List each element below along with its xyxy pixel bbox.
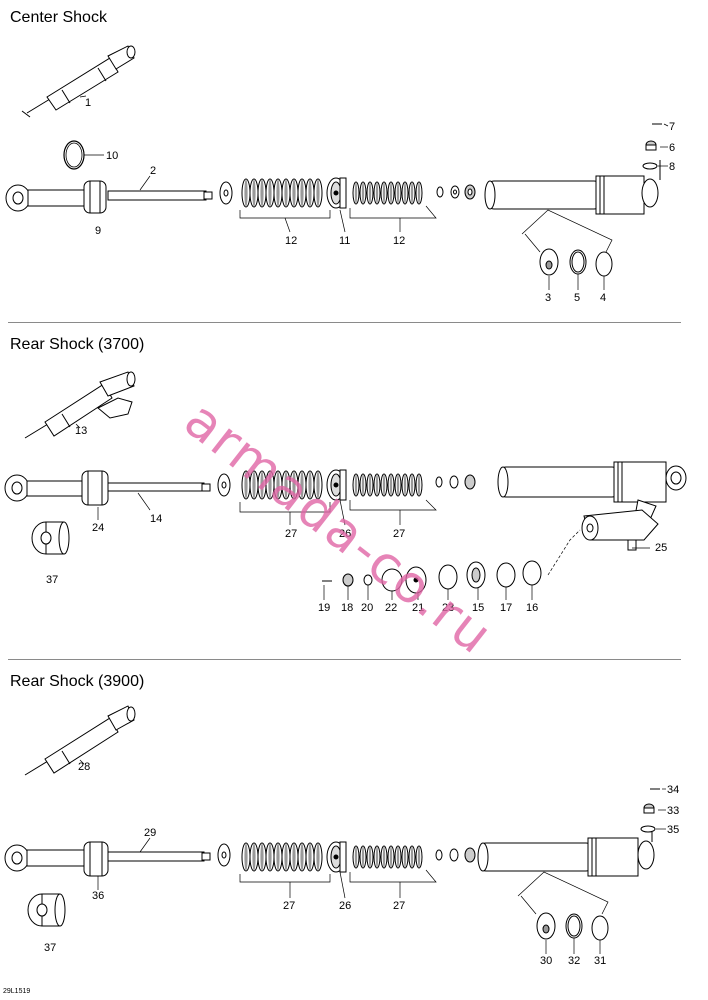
rear-shock-3900-assembly-thumbnail (24, 705, 136, 776)
drawing-code: 29L1519 (3, 988, 31, 995)
callouts-rear-shock-3900: 28 29 30 31 32 33 34 35 36 26 27 27 37 (44, 761, 679, 967)
washer-3700 (217, 473, 231, 497)
reservoir-parts-30-32-31 (536, 912, 609, 941)
callout-19: 19 (318, 602, 330, 614)
o-ring-10 (63, 140, 85, 170)
callout-27: 27 (285, 528, 297, 540)
callout-18: 18 (341, 602, 353, 614)
callout-35: 35 (667, 824, 679, 836)
callout-3: 3 (545, 292, 551, 304)
bumper-37-3900 (27, 893, 66, 927)
nut-and-washers (436, 184, 476, 200)
callout-13: 13 (75, 425, 87, 437)
callout-6: 6 (669, 142, 675, 154)
shock-shaft-assembly (5, 180, 213, 214)
piston-11 (326, 177, 347, 209)
section-divider (8, 659, 681, 660)
section-title-rear-shock-3900: Rear Shock (3900) (10, 673, 145, 690)
callout-37: 37 (44, 942, 56, 954)
reservoir-parts-3700 (322, 560, 542, 594)
callout-12: 12 (285, 235, 297, 247)
adjuster-cap-6-7-8 (642, 123, 662, 170)
callout-26: 26 (339, 900, 351, 912)
rear-shock-3700-assembly-thumbnail (24, 371, 136, 439)
callout-32: 32 (568, 955, 580, 967)
shock-body-3900 (477, 832, 655, 877)
callout-24: 24 (92, 522, 104, 534)
shock-body-center (484, 160, 661, 215)
callout-36: 36 (92, 890, 104, 902)
shim-stack-27-right (352, 473, 423, 497)
callout-25: 25 (655, 542, 667, 554)
callout-14: 14 (150, 513, 162, 525)
nut-and-washers-3700 (435, 474, 476, 490)
callout-8: 8 (669, 161, 675, 173)
callout-10: 10 (106, 150, 118, 162)
reservoir-3700 (581, 509, 659, 551)
callout-22: 22 (385, 602, 397, 614)
piston-26 (326, 469, 347, 501)
shim-stack-27-right-3900 (352, 845, 423, 869)
callout-17: 17 (500, 602, 512, 614)
callout-28: 28 (78, 761, 90, 773)
callout-26: 26 (339, 528, 351, 540)
callout-15: 15 (472, 602, 484, 614)
callout-2: 2 (150, 165, 156, 177)
center-shock-assembly-thumbnail (21, 45, 136, 118)
callout-21: 21 (412, 602, 424, 614)
section-title-center-shock: Center Shock (10, 9, 107, 26)
callout-37: 37 (46, 574, 58, 586)
adjuster-cap-33-34-35 (640, 788, 660, 833)
leader-lines-3900 (79, 759, 666, 954)
shock-shaft-assembly-3900 (4, 841, 211, 877)
section-title-rear-shock-3700: Rear Shock (3700) (10, 336, 145, 353)
washer (219, 181, 233, 205)
shim-stack-right (352, 181, 423, 205)
leader-lines-center (79, 95, 669, 290)
shim-stack-left (241, 178, 323, 208)
callout-5: 5 (574, 292, 580, 304)
callout-27: 27 (393, 528, 405, 540)
shim-stack-27-left-3900 (241, 842, 323, 872)
callout-16: 16 (526, 602, 538, 614)
callout-27: 27 (283, 900, 295, 912)
callout-9: 9 (95, 225, 101, 237)
callout-31: 31 (594, 955, 606, 967)
callout-4: 4 (600, 292, 606, 304)
callouts-center-shock: 1 2 3 4 5 6 7 8 9 10 11 12 12 (85, 97, 675, 304)
callout-30: 30 (540, 955, 552, 967)
leader-lines-3700 (75, 423, 650, 600)
callout-7: 7 (669, 121, 675, 133)
callout-1: 1 (85, 97, 91, 109)
callout-27: 27 (393, 900, 405, 912)
callout-23: 23 (442, 602, 454, 614)
bumper-37 (31, 521, 70, 555)
section-divider (8, 322, 681, 323)
nut-and-washers-3900 (435, 847, 476, 863)
callout-34: 34 (667, 784, 679, 796)
reservoir-parts-3-5-4 (539, 248, 613, 277)
piston-26-3900 (326, 841, 347, 873)
callouts-rear-shock-3700: 13 14 15 16 17 18 19 20 21 22 23 24 25 2… (46, 425, 667, 614)
callout-12: 12 (393, 235, 405, 247)
callout-33: 33 (667, 805, 679, 817)
washer-3900 (217, 843, 231, 867)
shock-shaft-assembly-3700 (4, 470, 211, 506)
callout-20: 20 (361, 602, 373, 614)
callout-11: 11 (339, 235, 350, 247)
callout-29: 29 (144, 827, 156, 839)
